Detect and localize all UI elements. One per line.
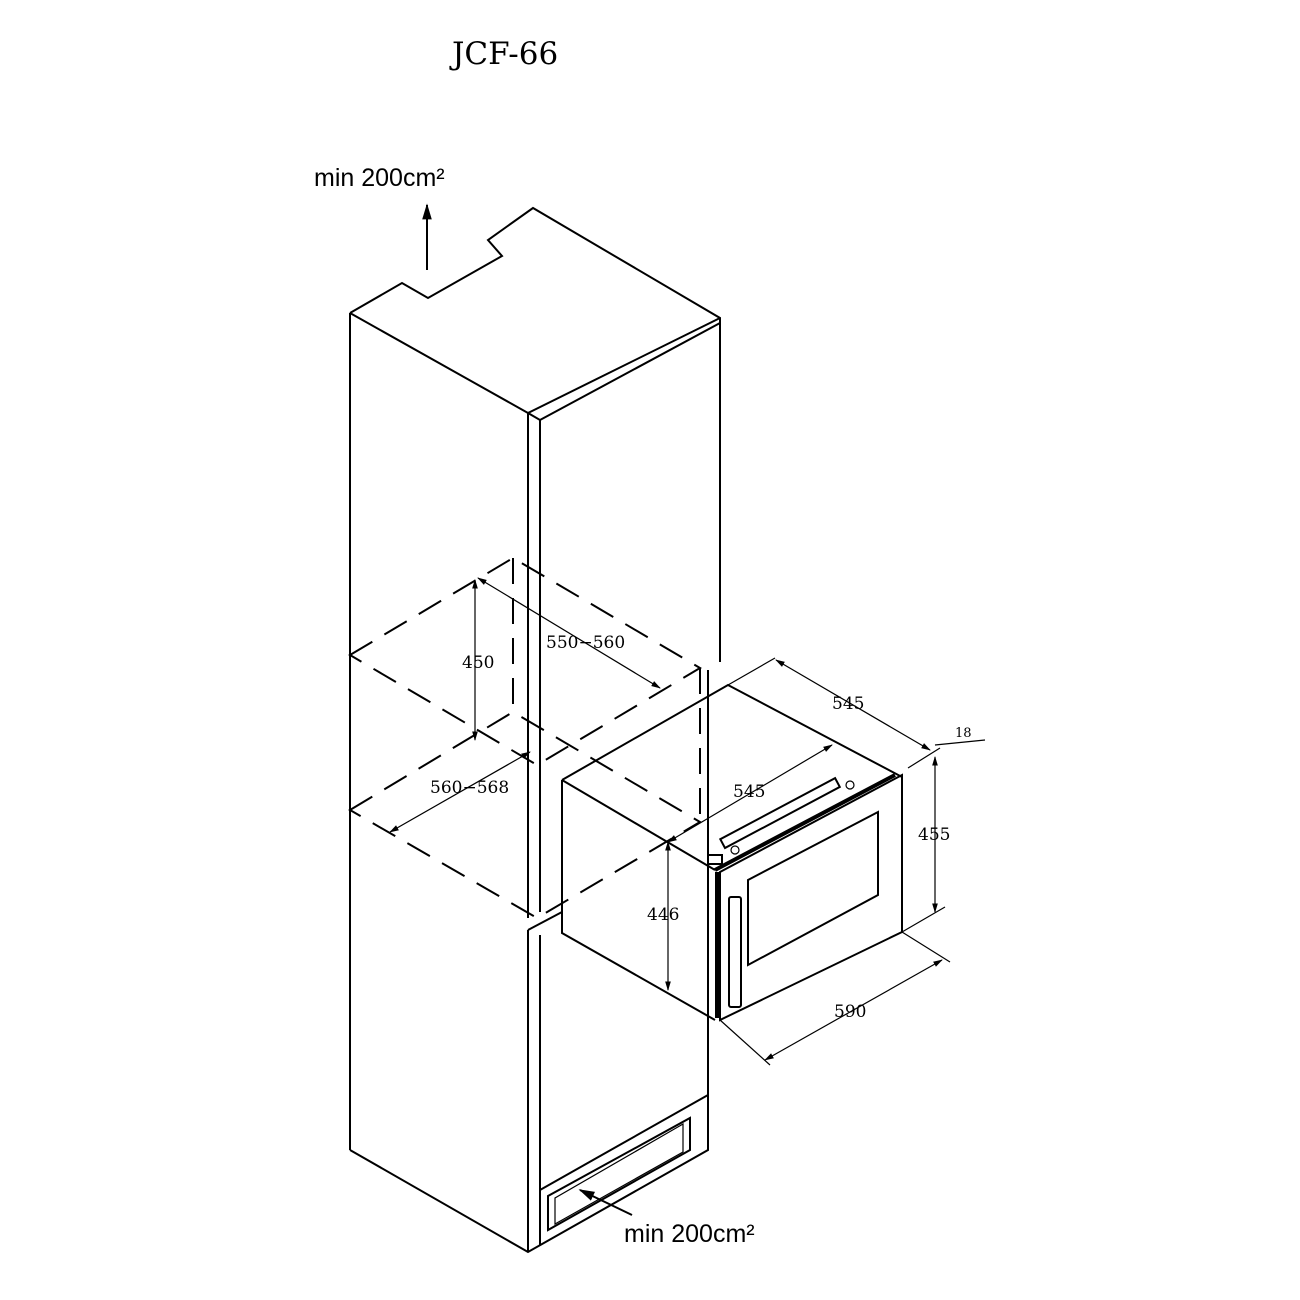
appliance — [561, 683, 903, 1022]
bottom-vent-arrow-icon — [578, 1189, 633, 1216]
control-button-icon — [845, 780, 855, 790]
dim-appliance-depth-side: 545 — [733, 782, 765, 802]
dimension-lines — [389, 577, 986, 1066]
door-handle — [728, 896, 742, 1008]
dim-front-width: 590 — [834, 1002, 866, 1022]
model-title: JCF-66 — [452, 36, 559, 72]
control-button-icon — [730, 845, 740, 855]
top-vent-label: min 200cm² — [314, 164, 445, 192]
tall-cabinet — [349, 206, 721, 1254]
dim-door-thickness: 18 — [955, 726, 972, 741]
dim-niche-height: 450 — [462, 653, 494, 673]
dim-appliance-depth-top: 545 — [832, 694, 864, 714]
hinge — [707, 854, 723, 865]
dim-niche-width: 560−568 — [430, 778, 509, 798]
niche-outline — [348, 556, 702, 920]
dim-body-height: 446 — [647, 905, 679, 925]
bottom-vent-label: min 200cm² — [624, 1220, 755, 1248]
dim-front-height: 455 — [918, 825, 950, 845]
dim-niche-depth: 550−560 — [546, 633, 625, 653]
